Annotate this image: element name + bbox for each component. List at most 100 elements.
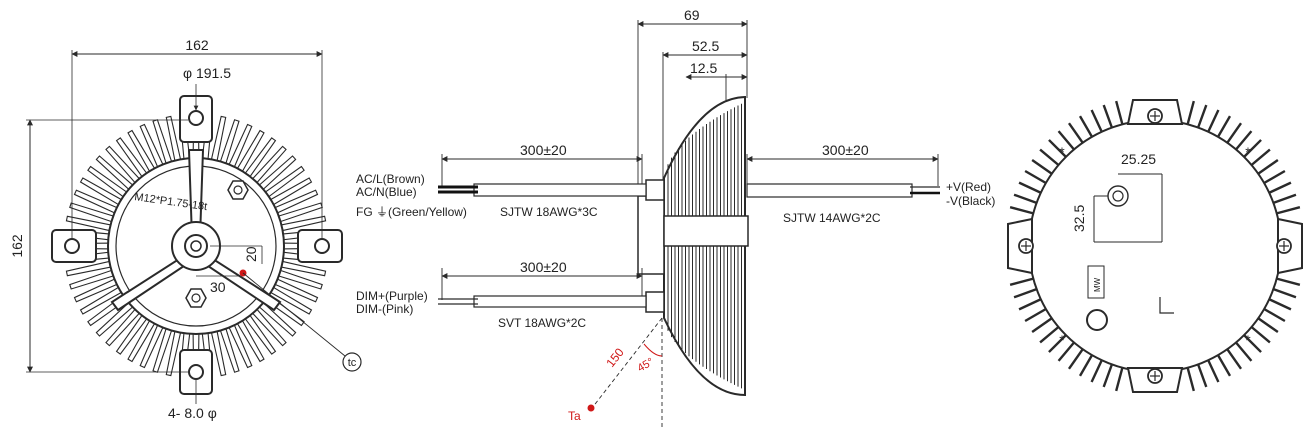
back-y-offset-label: 32.5: [1071, 205, 1087, 232]
ac-n-label: AC/N(Blue): [356, 185, 417, 199]
front-hub-bore: [190, 240, 202, 252]
back-fin: [1048, 334, 1067, 353]
side-mount-plate: [637, 195, 665, 275]
back-fin: [1078, 115, 1094, 138]
ta-distance-label: 150: [603, 345, 627, 370]
back-fin: [1272, 193, 1297, 205]
front-spokes: [110, 149, 282, 312]
back-fin: [1013, 193, 1038, 205]
side-left-upper-length: 300±20: [520, 142, 567, 158]
front-offset-x-label: 30: [210, 279, 226, 295]
back-fin: [1090, 359, 1103, 383]
back-fin: [1235, 130, 1253, 151]
back-rivets: * * * *: [1059, 144, 1251, 348]
sjtw-3c-label: SJTW 18AWG*3C: [500, 205, 598, 219]
back-fin: [1235, 341, 1253, 362]
back-x-offset-label: 25.25: [1121, 151, 1156, 167]
back-fin: [1057, 341, 1075, 362]
side-fin-offset-label: 12.5: [690, 60, 717, 76]
front-view: 162 φ 191.5 162 M12*P1.75-18t 20 30 tc 4…: [9, 37, 362, 421]
side-hub-block: [663, 215, 749, 247]
back-fin: [1018, 298, 1042, 311]
back-fin: [1250, 148, 1271, 166]
back-fin: [1102, 104, 1114, 129]
back-fin: [1024, 169, 1047, 185]
side-view: 69 52.5 12.5 300±20 AC/L(Brown) AC/N(Blu…: [356, 7, 995, 428]
ta-label: Ta: [568, 409, 581, 423]
angle-arc: [643, 343, 663, 357]
back-screws: [1018, 108, 1292, 384]
back-fin: [1263, 307, 1286, 323]
back-fin: [1263, 169, 1286, 185]
angle-label: 45°: [636, 356, 656, 375]
back-fin: [1031, 317, 1053, 334]
back-fin: [1039, 148, 1060, 166]
dim-minus-label: DIM-(Pink): [356, 302, 413, 316]
back-fin: [1216, 354, 1232, 377]
front-height-label: 162: [9, 234, 25, 258]
back-fin: [1272, 287, 1297, 299]
front-diameter-label: φ 191.5: [183, 65, 231, 81]
back-rivet-mark: *: [1245, 332, 1251, 348]
back-fin: [1048, 139, 1067, 158]
back-fin: [1018, 181, 1042, 194]
ac-l-label: AC/L(Brown): [356, 172, 425, 186]
back-fin: [1276, 206, 1301, 215]
front-mount-tab-left: [51, 229, 97, 263]
back-fin: [1186, 100, 1195, 125]
back-corner-mark: [1159, 297, 1174, 314]
back-center-port-inner: [1112, 190, 1124, 202]
back-rivet-mark: *: [1059, 332, 1065, 348]
back-fin: [1067, 348, 1084, 370]
side-cable-gland-top: [645, 179, 665, 201]
back-fin: [1078, 354, 1094, 377]
front-mount-holes-label: 4- 8.0 φ: [168, 405, 217, 421]
back-fin: [1186, 367, 1195, 392]
back-fin: [1090, 109, 1103, 133]
back-fin: [1057, 130, 1075, 151]
dim-plus-label: DIM+(Purple): [356, 289, 428, 303]
v-plus-label: +V(Red): [946, 180, 991, 194]
tc-callout: [342, 352, 362, 372]
side-body-depth-label: 52.5: [692, 38, 719, 54]
back-label-plate-text: MW: [1093, 277, 1102, 292]
back-fin: [1102, 363, 1114, 388]
back-fin: [1243, 334, 1262, 353]
ta-point: [587, 404, 595, 412]
back-fin: [1009, 206, 1034, 215]
back-fin: [1216, 115, 1232, 138]
dim-cable: [473, 295, 647, 308]
front-width-label: 162: [185, 37, 209, 53]
back-fin: [1196, 104, 1208, 129]
back-fin: [1207, 109, 1220, 133]
back-fin: [1268, 181, 1292, 194]
back-fin: [1276, 277, 1301, 286]
sjtw-2c-label: SJTW 14AWG*2C: [783, 211, 881, 225]
back-fin: [1196, 363, 1208, 388]
front-mount-tab-right: [297, 229, 343, 263]
back-fin: [1031, 158, 1053, 175]
back-heatsink-fins: [1009, 100, 1301, 392]
back-fin: [1257, 158, 1279, 175]
back-mount-tabs: [1007, 99, 1303, 393]
side-left-lower-length: 300±20: [520, 259, 567, 275]
back-fin: [1207, 359, 1220, 383]
ac-cable: [473, 183, 647, 197]
side-right-length: 300±20: [822, 142, 869, 158]
back-view: * * * * 25.25 32.5 MW: [1007, 99, 1303, 393]
back-fin: [1115, 100, 1124, 125]
side-cable-gland-bottom: [645, 291, 665, 313]
back-rivet-mark: *: [1059, 144, 1065, 160]
svt-label: SVT 18AWG*2C: [498, 316, 586, 330]
back-fin: [1009, 277, 1034, 286]
v-minus-label: -V(Black): [946, 194, 995, 208]
ta-line: [591, 317, 663, 409]
back-fin: [1226, 348, 1243, 370]
fg-label: FG ⏚(Green/Yellow): [356, 205, 467, 219]
tc-label: tc: [348, 357, 357, 369]
back-fin: [1115, 367, 1124, 392]
dc-output-cable: [746, 183, 913, 198]
back-fin: [1257, 317, 1279, 334]
back-rivet-mark: *: [1245, 144, 1251, 160]
